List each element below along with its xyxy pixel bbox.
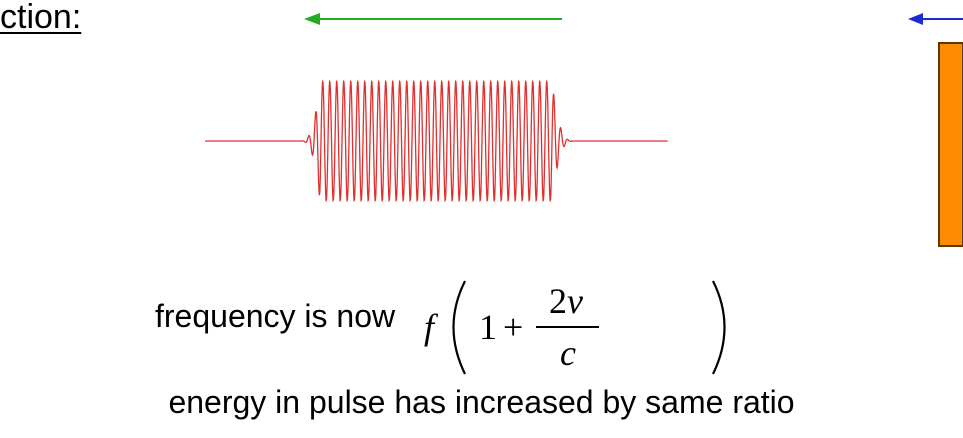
formula-denominator: c bbox=[560, 333, 576, 373]
frequency-label: frequency is now bbox=[155, 298, 396, 334]
energy-label: energy in pulse has increased by same ra… bbox=[168, 384, 795, 420]
moving-mirror bbox=[938, 42, 963, 247]
formula-left-paren bbox=[452, 280, 466, 375]
frequency-formula: f 1 + 2v c bbox=[424, 280, 726, 375]
wave-pulse bbox=[205, 79, 668, 203]
pulse-direction-arrow bbox=[304, 13, 562, 25]
mirror-velocity-arrow bbox=[908, 13, 963, 25]
section-heading: ction: bbox=[0, 0, 82, 36]
formula-right-paren bbox=[712, 280, 726, 375]
formula-f: f bbox=[424, 307, 439, 347]
formula-one: 1 bbox=[479, 307, 497, 347]
formula-numerator: 2v bbox=[549, 281, 583, 321]
formula-plus: + bbox=[503, 307, 523, 347]
